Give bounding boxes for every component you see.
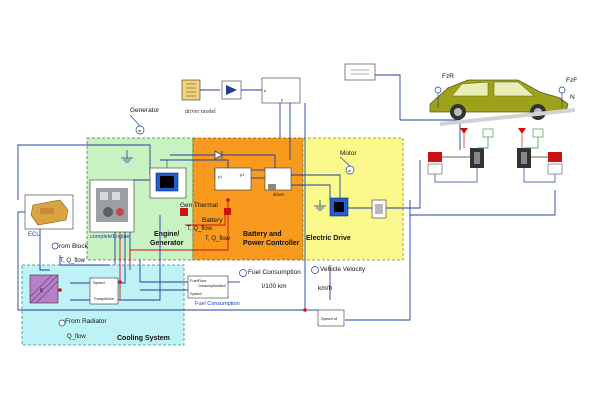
road-surface: [440, 108, 575, 126]
battery-label: Battery: [202, 217, 223, 224]
battery-zone[interactable]: [192, 137, 304, 261]
fuel-consumption-sensor[interactable]: [239, 269, 247, 277]
ecu-label: ECU: [28, 232, 41, 238]
front-suspension[interactable]: [517, 128, 563, 175]
svg-text:p1: p1: [240, 172, 245, 177]
svg-text:y: y: [281, 97, 283, 102]
ground-motor: [314, 200, 326, 211]
from-block-label: From Block: [55, 243, 89, 250]
generator-label: Generator: [130, 107, 160, 114]
svg-text:y1: y1: [218, 174, 223, 179]
vehicle-velocity-sensor[interactable]: [311, 266, 319, 274]
motor-speed-sensor[interactable]: w: [339, 156, 355, 175]
vehicle-velocity-label: Vehicle Velocity: [320, 266, 366, 273]
generator-speed-sensor[interactable]: w: [129, 114, 145, 135]
connector-dots: [58, 198, 307, 312]
ecu-block[interactable]: [24, 194, 74, 230]
motor-block[interactable]: [329, 197, 349, 217]
cooling-zone-label: Cooling System: [117, 335, 170, 342]
l-per-100km-label: l/100 km: [262, 283, 287, 290]
q-flow-label: Q_flow: [67, 334, 86, 340]
fuel-consumption-label: Fuel Consumption: [248, 269, 301, 276]
speed-of-label: Speed of: [321, 316, 338, 321]
force-sensor-front[interactable]: [558, 86, 566, 108]
gen-thermal-port[interactable]: [180, 208, 188, 216]
fuel-consumption-block-label: Fuel Consumption: [195, 301, 240, 307]
radiator-block[interactable]: K: [29, 274, 59, 304]
from-radiator-label: From Radiator: [65, 318, 107, 325]
battery-controller-block[interactable]: y1 p1: [214, 167, 252, 191]
driver-model-block[interactable]: [181, 79, 201, 101]
n-label: N: [570, 94, 575, 101]
force-sensor-rear[interactable]: [434, 86, 442, 108]
battery-thermal-port[interactable]: [224, 208, 231, 215]
gain-block[interactable]: [221, 80, 242, 100]
ground-engine: [121, 150, 133, 163]
driver-model-label: driver model: [185, 109, 216, 115]
fuel-flow-label: FuelFlow: [190, 278, 206, 283]
fzr-label: FzR: [442, 73, 454, 80]
speed-label-pump: Speed: [93, 280, 105, 285]
complete-engine-label: completeEngine: [90, 234, 129, 240]
pump-drive-label: PumpDrive: [94, 296, 115, 301]
gen-thermal-label: Gen Thermal: [180, 202, 218, 209]
from-block-sensor[interactable]: [51, 242, 59, 250]
from-radiator-sensor[interactable]: [58, 319, 66, 327]
speed-label-fuel: Speed: [190, 291, 202, 296]
pump-drive-block[interactable]: [89, 277, 119, 305]
fuel-consumption-block[interactable]: [187, 275, 229, 299]
wires-blue: [17, 74, 556, 321]
fzf-label: FzF: [566, 77, 577, 84]
electric-zone[interactable]: [302, 137, 404, 261]
generator-block[interactable]: [149, 160, 187, 199]
electric-zone-label: Electric Drive: [306, 235, 351, 242]
kmh-label: km/h: [318, 285, 332, 292]
battery-zone-label-2: Power Controller: [243, 240, 300, 247]
svg-text:w: w: [138, 128, 141, 133]
battery-zone-label-1: Battery and: [243, 231, 282, 238]
engine-zone-label-1: Engine/: [154, 231, 179, 238]
engine-block[interactable]: [89, 179, 135, 233]
driver-controller-block[interactable]: u y: [261, 77, 301, 104]
motor-label: Motor: [340, 150, 357, 157]
t-q-flow-label-2: T, Q_flow: [205, 236, 231, 242]
driver-label: driver: [273, 192, 285, 197]
svg-text:u: u: [264, 88, 266, 93]
t-q-flow-label-3: T, Q_flow: [60, 258, 86, 264]
t-q-flow-label-1: T, Q_flow: [187, 226, 213, 232]
engine-zone-label-2: Generator: [150, 240, 184, 247]
vehicle-icon-block[interactable]: [344, 63, 376, 81]
consumption-kml-label: Consumption/km/l: [198, 284, 226, 288]
svg-text:K: K: [40, 288, 44, 294]
gearbox-block[interactable]: [371, 199, 387, 219]
suspension-wires: [434, 134, 556, 183]
diode-block[interactable]: [205, 150, 223, 160]
speed-sensor-block[interactable]: [317, 309, 345, 327]
svg-text:w: w: [348, 168, 351, 173]
rear-suspension[interactable]: [427, 128, 494, 175]
power-converter-block[interactable]: [264, 167, 292, 191]
